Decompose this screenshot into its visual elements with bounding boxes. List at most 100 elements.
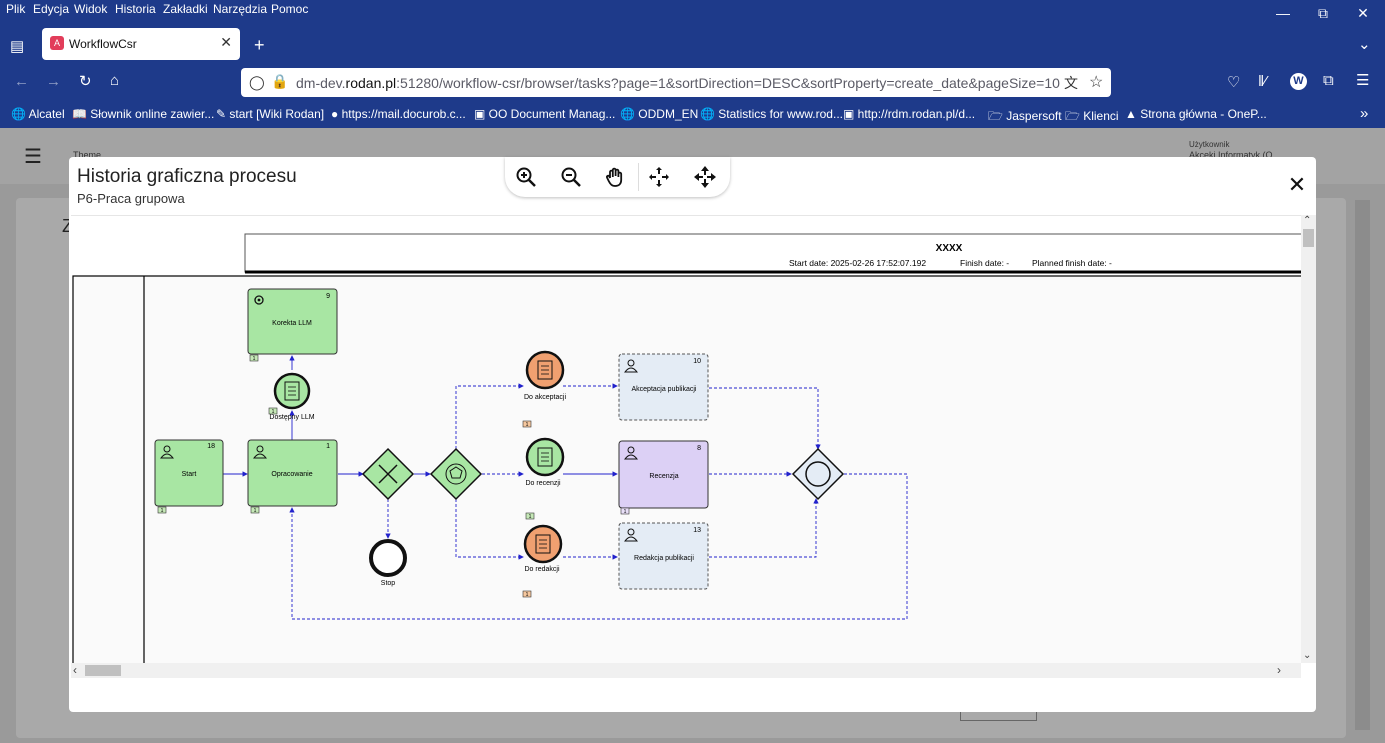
inclusive-gateway[interactable] <box>791 447 845 501</box>
event-do-redakcji[interactable]: Do redakcji <box>523 524 563 573</box>
bookmark-item[interactable]: ▲ Strona główna - OneP... <box>1125 107 1267 121</box>
account-avatar-icon[interactable]: W <box>1290 73 1307 90</box>
event-do-akceptacji[interactable]: Do akceptacji <box>524 350 566 401</box>
bookmark-item[interactable]: 🌐 Statistics for www.rod... <box>700 107 843 121</box>
dialog-subtitle: P6-Praca grupowa <box>77 191 185 206</box>
svg-text:Recenzja: Recenzja <box>649 473 678 480</box>
translate-icon[interactable]: 文 <box>1064 75 1078 91</box>
diagram-toolbar <box>505 157 730 197</box>
zoom-in-icon[interactable] <box>508 163 544 191</box>
svg-text:1: 1 <box>526 422 529 428</box>
bookmark-item[interactable]: ▣ http://rdm.rodan.pl/d... <box>843 107 976 121</box>
forward-icon[interactable]: → <box>46 73 61 90</box>
diagram-vertical-scrollbar[interactable]: ⌃ ⌄ <box>1301 215 1316 663</box>
bookmark-star-icon[interactable]: ☆ <box>1089 74 1104 91</box>
page-scrollbar[interactable] <box>1355 200 1370 730</box>
reload-icon[interactable]: ↻ <box>79 73 92 90</box>
event-do-recenzji[interactable]: Do recenzji <box>525 437 565 487</box>
event-dostepny-llm[interactable]: Dostępny LLM <box>269 372 315 421</box>
bookmark-folder[interactable]: 🗁 Jaspersoft <box>988 109 1062 123</box>
tab-close-icon[interactable]: ✕ <box>220 34 232 50</box>
scroll-right-icon[interactable]: › <box>1277 663 1281 677</box>
bookmark-item[interactable]: ● https://mail.docurob.c... <box>331 107 466 121</box>
move-arrows-icon[interactable] <box>687 163 723 191</box>
svg-text:Opracowanie: Opracowanie <box>271 471 312 478</box>
menu-widok[interactable]: Widok <box>74 2 108 16</box>
bookmark-item[interactable]: 📖 Słownik online zawier... <box>72 107 215 121</box>
user-value[interactable]: Akceki Informatyk (O... <box>1189 150 1281 160</box>
task-counter-badge: 1 <box>250 506 260 514</box>
svg-text:Do recenzji: Do recenzji <box>525 480 560 487</box>
window-close-icon[interactable]: ✕ <box>1357 4 1369 21</box>
menu-zakladki[interactable]: Zakładki <box>163 2 208 16</box>
new-tab-icon[interactable]: + <box>254 35 265 55</box>
vertical-scroll-thumb[interactable] <box>1303 229 1314 247</box>
lock-icon[interactable]: 🔒 <box>271 73 289 89</box>
event-counter-badge: 1 <box>522 420 532 428</box>
finish-date: Finish date: - <box>960 258 1009 268</box>
task-akceptacja-publikacji[interactable]: Akceptacja publikacji 10 <box>618 353 709 421</box>
scroll-down-icon[interactable]: ⌄ <box>1303 650 1312 661</box>
svg-text:Korekta LLM: Korekta LLM <box>272 320 312 327</box>
svg-text:Do redakcji: Do redakcji <box>524 566 559 573</box>
bookmarks-bar: 🌐 Alcatel 📖 Słownik online zawier... ✎ s… <box>0 102 1385 128</box>
svg-text:1: 1 <box>624 509 627 515</box>
scroll-up-icon[interactable]: ⌃ <box>1303 215 1312 226</box>
diagram-horizontal-scrollbar[interactable]: ‹ › <box>71 663 1301 678</box>
svg-text:Do akceptacji: Do akceptacji <box>524 394 566 401</box>
fit-center-icon[interactable] <box>641 163 677 191</box>
bookmarks-overflow-icon[interactable]: » <box>1360 105 1369 122</box>
bookmark-item[interactable]: 🌐 ODDM_EN <box>620 107 699 121</box>
bookmark-item[interactable]: 🌐 Alcatel <box>11 107 65 121</box>
menu-plik[interactable]: Plik <box>6 2 26 16</box>
minimize-icon[interactable]: — <box>1276 5 1290 21</box>
tab-list-icon[interactable]: ▤ <box>10 38 25 55</box>
url-text[interactable]: dm-dev.rodan.pl:51280/workflow-csr/brows… <box>296 75 1060 91</box>
shield-icon[interactable]: ◯ <box>249 74 265 90</box>
background-button-outline <box>960 706 1037 721</box>
svg-text:1: 1 <box>254 508 257 514</box>
bookmark-folder[interactable]: 🗁 Klienci <box>1065 109 1119 123</box>
app-favicon-icon: A <box>50 36 64 50</box>
tab-workflowcsr[interactable]: A WorkflowCsr ✕ <box>42 28 240 60</box>
process-history-dialog: Historia graficzna procesu P6-Praca grup… <box>69 157 1316 712</box>
app-menu-icon[interactable]: ☰ <box>1356 72 1370 89</box>
menu-pomoc[interactable]: Pomoc <box>271 2 309 16</box>
svg-text:1: 1 <box>529 514 532 520</box>
menu-bar: Plik Edycja Widok Historia Zakładki Narz… <box>0 0 1385 30</box>
tab-overflow-chevron-icon[interactable]: ⌄ <box>1358 36 1371 53</box>
home-icon[interactable]: ⌂ <box>110 72 120 89</box>
task-redakcja-publikacji[interactable]: Redakcja publikacji 13 <box>618 522 709 590</box>
end-event-stop[interactable]: Stop <box>369 539 407 587</box>
task-recenzja[interactable]: Recenzja 8 <box>618 440 709 509</box>
menu-edycja[interactable]: Edycja <box>33 2 70 16</box>
user-label: Użytkownik <box>1189 140 1230 149</box>
event-based-gateway[interactable] <box>429 447 483 501</box>
menu-narzedzia[interactable]: Narzędzia <box>213 2 268 16</box>
bookmark-item[interactable]: ▣ OO Document Manag... <box>474 107 616 121</box>
zoom-out-icon[interactable] <box>553 163 589 191</box>
extensions-icon[interactable]: ⧉ <box>1323 72 1334 89</box>
restore-icon[interactable]: ⧉ <box>1318 4 1328 21</box>
task-opracowanie[interactable]: Opracowanie 1 <box>247 439 338 507</box>
menu-historia[interactable]: Historia <box>115 2 156 16</box>
hamburger-icon[interactable]: ☰ <box>24 146 42 168</box>
service-gear-icon <box>254 295 264 305</box>
dialog-close-icon[interactable]: ✕ <box>1287 172 1307 197</box>
start-date: Start date: 2025-02-26 17:52:07.192 <box>789 258 926 268</box>
planned-finish-date: Planned finish date: - <box>1032 258 1112 268</box>
pan-hand-icon[interactable] <box>597 163 633 191</box>
task-korekta-llm[interactable]: Korekta LLM 9 <box>247 288 338 355</box>
exclusive-gateway[interactable] <box>361 447 415 501</box>
library-icon[interactable]: ‖⁄ <box>1258 73 1267 90</box>
horizontal-scroll-thumb[interactable] <box>85 665 121 676</box>
pocket-icon[interactable]: ♡ <box>1227 74 1241 91</box>
back-icon[interactable]: ← <box>14 73 29 90</box>
url-bar[interactable]: ◯ 🔒 dm-dev.rodan.pl:51280/workflow-csr/b… <box>241 68 1111 97</box>
diagram-canvas[interactable]: XXXX Start date: 2025-02-26 17:52:07.192… <box>71 215 1301 664</box>
svg-text:1: 1 <box>253 356 256 362</box>
scroll-left-icon[interactable]: ‹ <box>73 663 77 677</box>
task-start[interactable]: Start 18 <box>154 439 224 507</box>
bookmark-item[interactable]: ✎ start [Wiki Rodan] <box>216 107 325 121</box>
toolbar-divider <box>638 163 639 191</box>
